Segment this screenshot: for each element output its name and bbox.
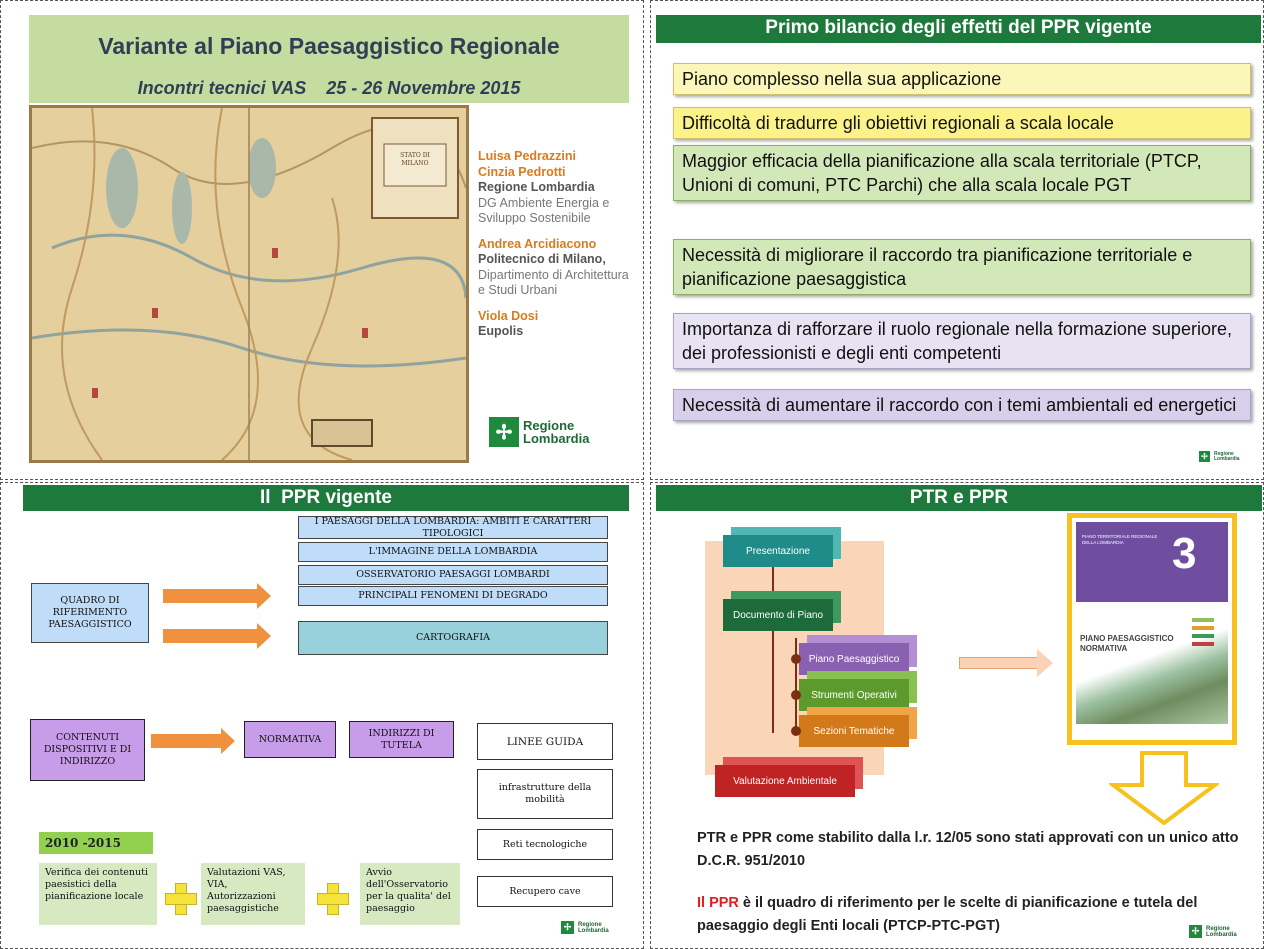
slide-title-text: Variante al Piano Paesaggistico Regional… [98, 33, 560, 59]
ppr-description-text: è il quadro di riferimento per le scelte… [697, 895, 1198, 934]
author-org: Regione Lombardia [478, 180, 595, 194]
cover-title: PIANO PAESAGGISTICO [1080, 634, 1174, 643]
bullet-icon [791, 690, 801, 700]
logo-line: Regione [1206, 925, 1230, 932]
degrado-box: PRINCIPALI FENOMENI DI DEGRADO [298, 586, 608, 606]
strumenti-block: Strumenti Operativi [799, 679, 909, 711]
cover-subtitle: NORMATIVA [1080, 644, 1128, 653]
documento-block: Documento di Piano [723, 599, 833, 631]
piano-block: Piano Paesaggistico [799, 643, 909, 675]
osservatorio-box: OSSERVATORIO PAESAGGI LOMBARDI [298, 565, 608, 585]
arrow-icon [959, 657, 1039, 669]
valutazione-block: Valutazione Ambientale [715, 765, 855, 797]
reti-box: Reti tecnologiche [477, 829, 613, 860]
authors-list: Luisa Pedrazzini Cinzia Pedrotti Regione… [478, 149, 638, 340]
cover-stripe [1192, 626, 1214, 630]
indirizzi-box: INDIRIZZI DI TUTELA [349, 721, 454, 758]
lombardia-rose-icon: ✢ [1199, 451, 1210, 462]
author-name: Viola Dosi [478, 308, 539, 323]
cover-stripe [1192, 634, 1214, 638]
valutazioni-box: Valutazioni VAS, VIA, Autorizzazioni pae… [201, 863, 305, 925]
plus-icon [317, 883, 349, 915]
cover-stripe [1192, 618, 1214, 622]
paesaggi-box: I PAESAGGI DELLA LOMBARDIA: AMBITI E CAR… [298, 516, 608, 539]
normativa-box: NORMATIVA [244, 721, 336, 758]
ppr-description: Il PPR è il quadro di riferimento per le… [697, 892, 1247, 938]
slide-ppr-vigente: Il PPR vigente QUADRO DI RIFERIMENTO PAE… [0, 482, 644, 949]
cover-stripe [1192, 642, 1214, 646]
cartografia-box: CARTOGRAFIA [298, 621, 608, 655]
cover-number: 3 [1172, 529, 1197, 578]
presentazione-block: Presentazione [723, 535, 833, 567]
logo-line: Regione [1214, 450, 1234, 457]
item-box: Necessità di migliorare il raccordo tra … [673, 239, 1251, 295]
slide-title: Variante al Piano Paesaggistico Regional… [0, 0, 644, 480]
regione-lombardia-logo: ✢ Regione Lombardia [561, 921, 609, 934]
author-dept: Dipartimento di Architettura e Studi Urb… [478, 267, 629, 298]
item-box: Necessità di aumentare il raccordo con i… [673, 389, 1251, 421]
title-banner: Variante al Piano Paesaggistico Regional… [29, 15, 629, 103]
arrow-icon [163, 623, 271, 649]
regione-lombardia-logo: ✢ Regione Lombardia [1189, 925, 1237, 938]
bullet-icon [791, 654, 801, 664]
item-box: Piano complesso nella sua applicazione [673, 63, 1251, 95]
slide-ptr-ppr: PTR e PPR Presentazione Documento di Pia… [650, 482, 1264, 949]
tree-line [795, 638, 797, 732]
arrow-icon [163, 583, 271, 609]
item-box: Maggior efficacia della pianificazione a… [673, 145, 1251, 201]
down-arrow-icon [1109, 751, 1219, 825]
logo-line: Lombardia [1214, 455, 1240, 462]
linee-guida-box: LINEE GUIDA [477, 723, 613, 760]
cover-header-text: PIANO TERRITORIALE REGIONALE DELLA LOMBA… [1082, 534, 1158, 545]
ptr-cover: PIANO TERRITORIALE REGIONALE DELLA LOMBA… [1067, 513, 1237, 745]
slide-title: Primo bilancio degli effetti del PPR vig… [656, 15, 1261, 43]
author-name: Cinzia Pedrotti [478, 164, 566, 179]
ppr-highlight: Il PPR [697, 895, 739, 911]
plus-icon [165, 883, 197, 915]
verifica-box: Verifica dei contenuti paesistici della … [39, 863, 157, 925]
ptr-ppr-text: PTR e PPR come stabilito dalla l.r. 12/0… [697, 830, 1239, 869]
lombardia-rose-icon: ✢ [561, 921, 574, 934]
logo-line: Lombardia [1206, 931, 1237, 938]
item-box: Difficoltà di tradurre gli obiettivi reg… [673, 107, 1251, 139]
avvio-box: Avvio dell'Osservatorio per la qualita' … [360, 863, 460, 925]
logo-line: Lombardia [523, 431, 590, 446]
logo-line: Regione [523, 418, 575, 433]
infrastrutture-box: infrastrutture della mobilità [477, 769, 613, 819]
slide-title: Il PPR vigente [23, 485, 629, 511]
author-name: Luisa Pedrazzini [478, 149, 576, 163]
quadro-box: QUADRO DI RIFERIMENTO PAESAGGISTICO [31, 583, 149, 643]
map-illustration [32, 108, 466, 460]
author-name: Andrea Arcidiacono [478, 236, 597, 251]
cave-box: Recupero cave [477, 876, 613, 907]
lombardia-rose-icon: ✢ [489, 417, 519, 447]
period-tag: 2010 -2015 [39, 832, 153, 854]
author-org: Politecnico di Milano, [478, 252, 606, 266]
regione-lombardia-logo: ✢ Regione Lombardia [489, 417, 589, 447]
contenuti-box: CONTENUTI DISPOSITIVI E DI INDIRIZZO [30, 719, 145, 781]
cover-image: PIANO PAESAGGISTICO NORMATIVA [1076, 604, 1228, 724]
bullet-icon [791, 726, 801, 736]
arrow-head-icon [1037, 649, 1053, 677]
slide-bilancio: Primo bilancio degli effetti del PPR vig… [650, 0, 1264, 480]
sezioni-block: Sezioni Tematiche [799, 715, 909, 747]
lombardia-rose-icon: ✢ [1189, 925, 1202, 938]
author-dept: DG Ambiente Energia e Sviluppo Sostenibi… [478, 195, 610, 226]
item-box: Importanza di rafforzare il ruolo region… [673, 313, 1251, 369]
historic-map-image: STATO DI MILANO [29, 105, 469, 463]
author-org: Eupolis [478, 324, 524, 338]
immagine-box: L'IMMAGINE DELLA LOMBARDIA [298, 542, 608, 562]
map-cartouche-text: STATO DI MILANO [400, 152, 430, 167]
slide-subtitle: Incontri tecnici VAS 25 - 26 Novembre 20… [137, 78, 521, 98]
arrow-icon [151, 728, 235, 754]
logo-line: Regione [578, 921, 602, 928]
logo-line: Lombardia [578, 927, 609, 934]
slide-title: PTR e PPR [656, 485, 1262, 511]
cover-header: PIANO TERRITORIALE REGIONALE DELLA LOMBA… [1076, 522, 1228, 602]
regione-lombardia-logo: ✢ Regione Lombardia [1199, 451, 1240, 462]
tree-line [772, 563, 774, 733]
